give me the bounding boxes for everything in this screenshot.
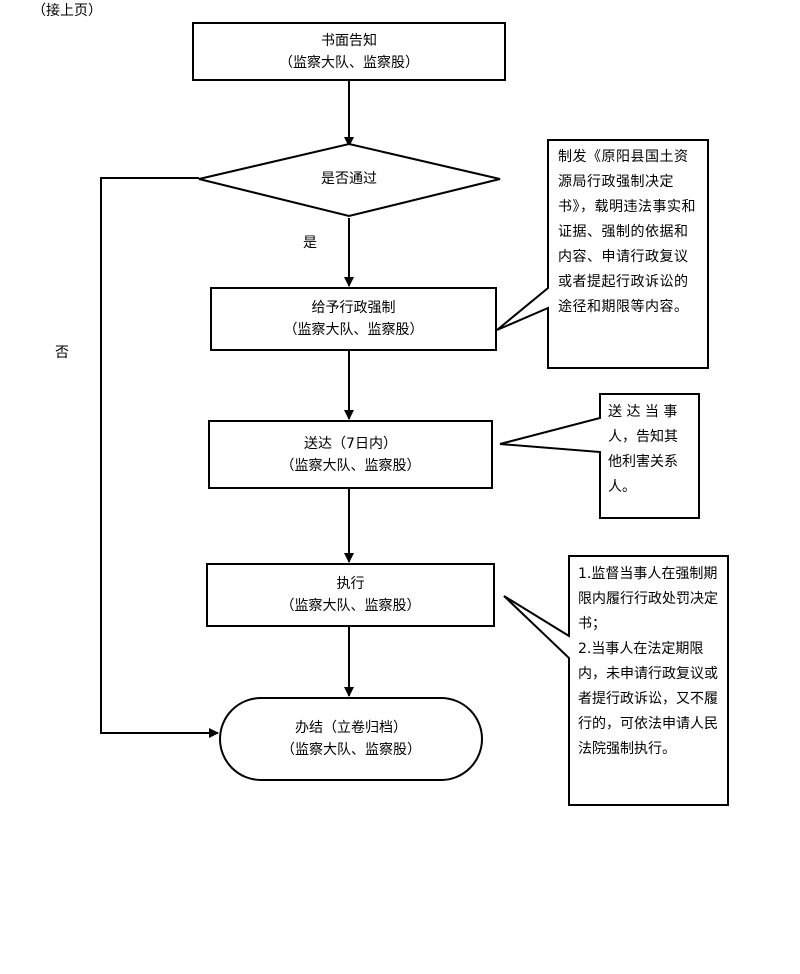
enforce-note: 制发《原阳县国土资源局行政强制决定书》，载明违法事实和证据、强制的依据和内容、申… bbox=[550, 142, 706, 366]
enforce-box: 给予行政强制 （监察大队、监察股） bbox=[210, 287, 497, 351]
written-notice-title: 书面告知 bbox=[321, 32, 377, 49]
arrow-no-path bbox=[100, 177, 219, 738]
close-dept: （监察大队、监察股） bbox=[281, 742, 421, 758]
close-terminal-text: 办结（立卷归档） （监察大队、监察股） bbox=[220, 698, 482, 780]
deliver-dept: （监察大队、监察股） bbox=[280, 457, 421, 474]
deliver-title: 送达（7日内） bbox=[304, 435, 397, 452]
enforce-title: 给予行政强制 bbox=[311, 300, 396, 316]
written-notice-dept: （监察大队、监察股） bbox=[279, 54, 419, 71]
close-title: 办结（立卷归档） bbox=[295, 720, 407, 736]
deliver-note: 送 达 当 事人，告知其他利害关系人。 bbox=[602, 396, 697, 516]
deliver-callout-shape bbox=[499, 393, 700, 519]
deliver-note-text: 送 达 当 事人，告知其他利害关系人。 bbox=[608, 404, 678, 495]
execute-note-item2: 2.当事人在法定期限内，未申请行政复议或者提行政诉讼，又不履行的，可依法申请人民… bbox=[578, 641, 718, 757]
yes-label: 是 bbox=[303, 235, 317, 251]
no-label: 否 bbox=[55, 345, 69, 361]
enforce-callout-shape bbox=[496, 139, 709, 369]
execute-box: 执行 （监察大队、监察股） bbox=[206, 563, 495, 627]
written-notice-box: 书面告知 （监察大队、监察股） bbox=[192, 22, 506, 81]
decision-label: 是否通过 bbox=[321, 171, 377, 187]
execute-dept: （监察大队、监察股） bbox=[280, 598, 421, 614]
close-terminal-shape bbox=[219, 697, 483, 781]
execute-title: 执行 bbox=[336, 576, 365, 592]
deliver-box: 送达（7日内） （监察大队、监察股） bbox=[208, 420, 493, 489]
continued-label: （接上页） bbox=[32, 3, 102, 19]
execute-note: 1.监督当事人在强制期限内履行行政处罚决定书； 2.当事人在法定期限内，未申请行… bbox=[571, 558, 726, 803]
execute-callout-shape bbox=[503, 555, 729, 806]
decision-diamond bbox=[198, 142, 501, 218]
execute-note-item1: 1.监督当事人在强制期限内履行行政处罚决定书； bbox=[578, 566, 718, 632]
enforce-dept: （监察大队、监察股） bbox=[283, 322, 424, 338]
enforce-note-text: 制发《原阳县国土资源局行政强制决定书》，载明违法事实和证据、强制的依据和内容、申… bbox=[558, 149, 696, 315]
